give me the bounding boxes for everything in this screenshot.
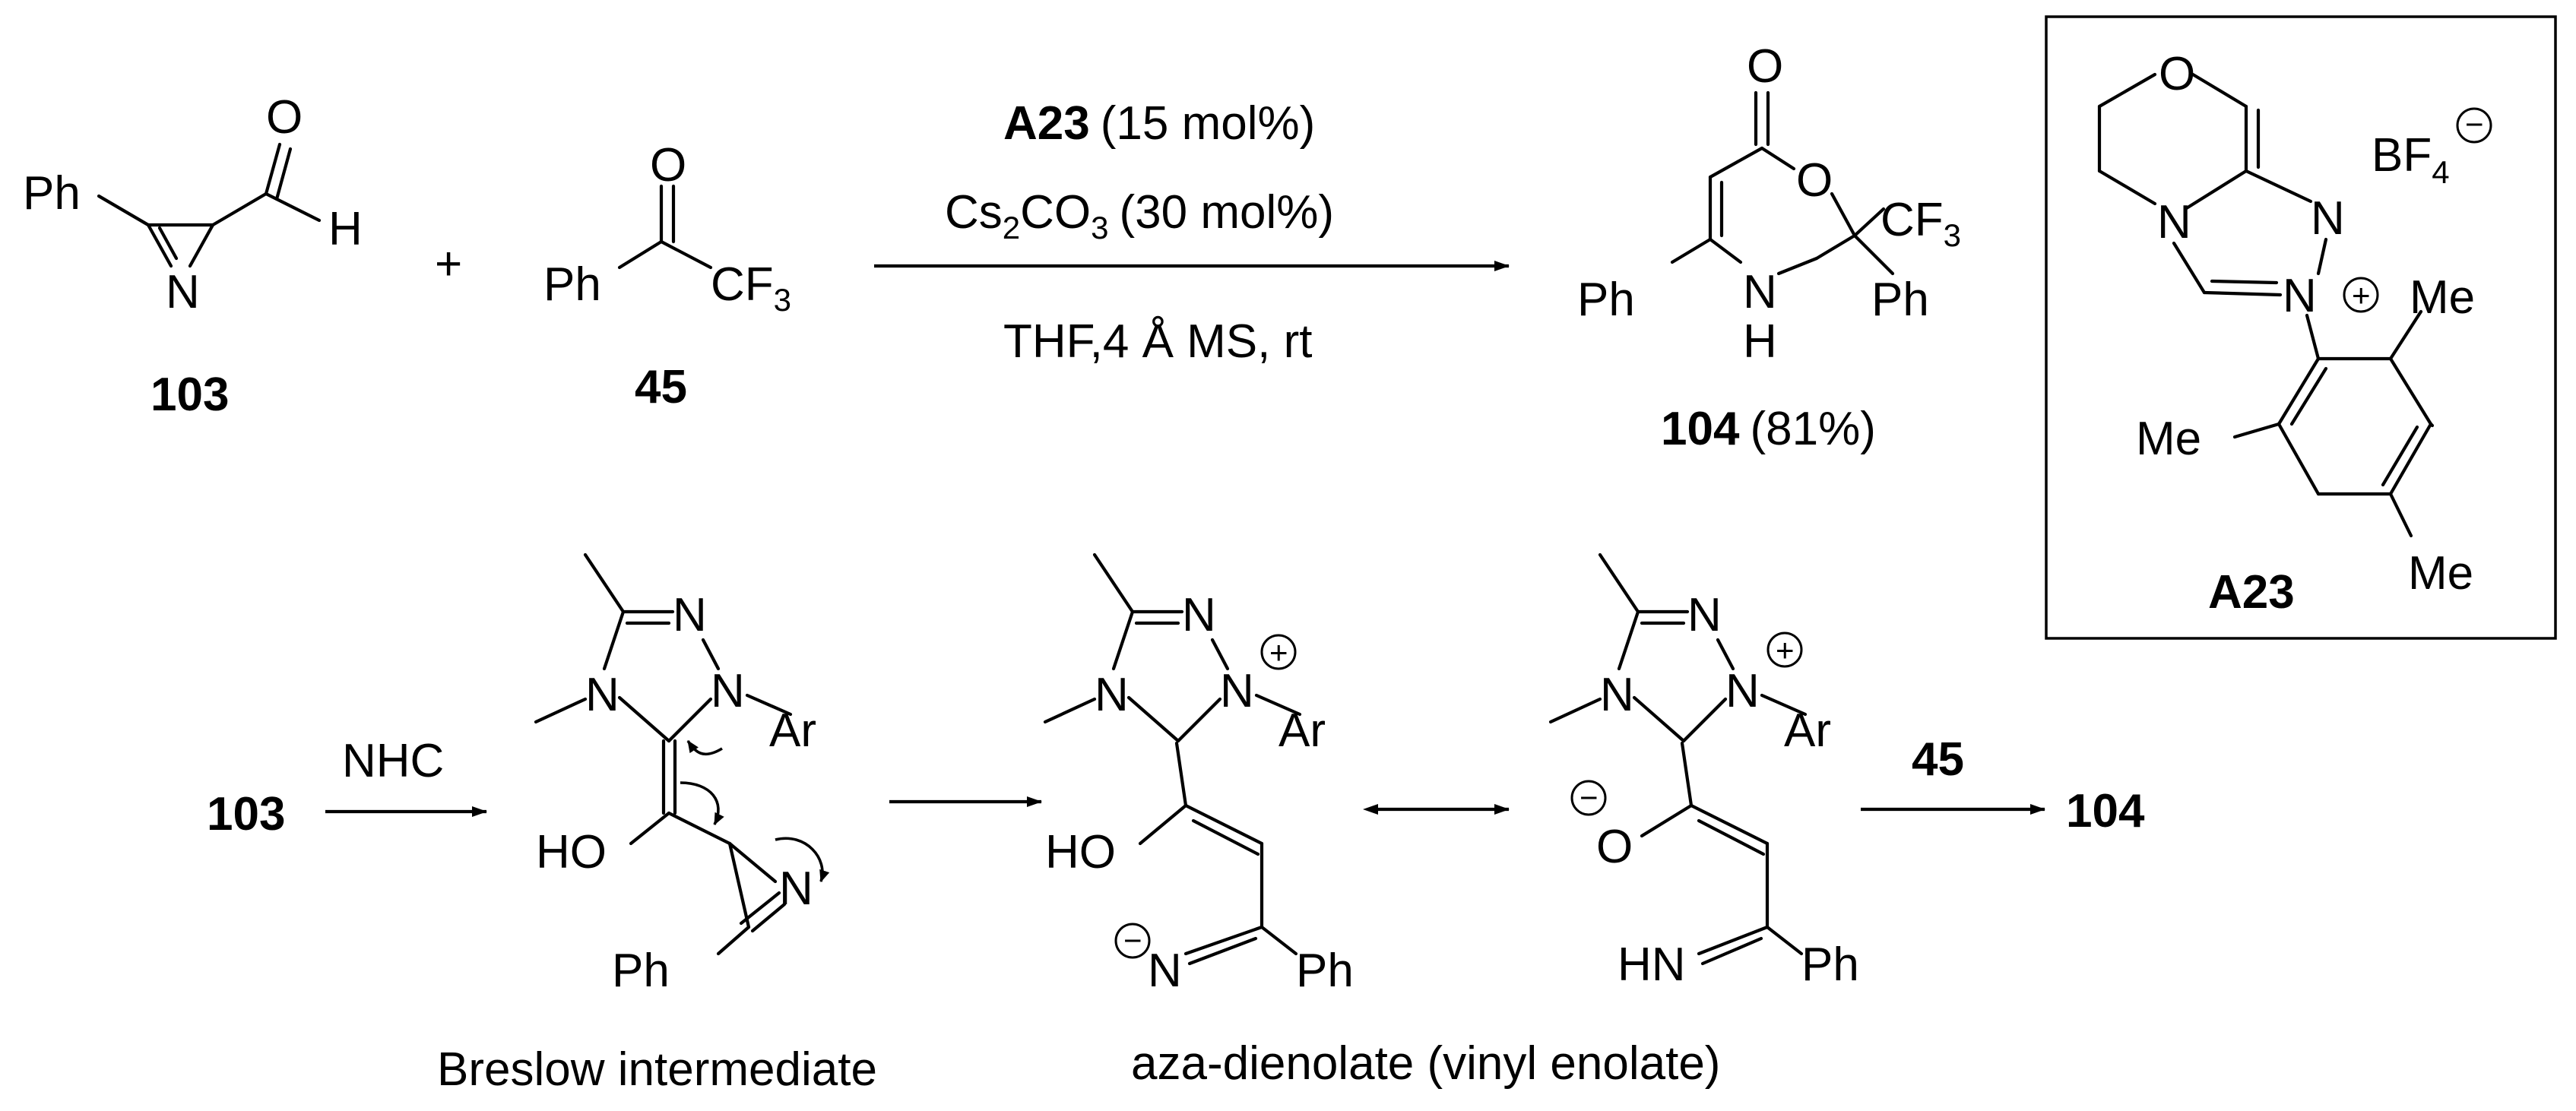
nitrogen-label: N bbox=[585, 669, 619, 721]
nitrogen-label: N bbox=[1725, 665, 1760, 717]
phenyl-label: Ph bbox=[1296, 945, 1354, 997]
base-condition: Cs2CO3(30 mol%) bbox=[945, 186, 1334, 245]
breslow-caption: Breslow intermediate bbox=[437, 1043, 877, 1096]
nh-hydrogen-label: H bbox=[1743, 315, 1777, 368]
aza-dienolate-caption: aza-dienolate (vinyl enolate) bbox=[1131, 1037, 1720, 1090]
nitrogen-label: N bbox=[1182, 589, 1216, 641]
compound-103: Ph N O H 103 bbox=[23, 91, 363, 421]
oxygen-label: O bbox=[650, 139, 686, 191]
svg-text:−: − bbox=[1123, 923, 1142, 958]
catalyst-frame bbox=[2045, 15, 2557, 640]
nitrogen-label: N bbox=[1220, 665, 1254, 717]
positive-charge-icon bbox=[1260, 634, 1297, 670]
solvent-condition: THF,4 Å MS, rt bbox=[1003, 315, 1312, 368]
ring-oxygen-label: O bbox=[1796, 154, 1833, 207]
phenyl-label: Ph bbox=[1801, 938, 1859, 991]
imine-nh-label: HN bbox=[1618, 938, 1686, 991]
catalyst-a23-box: O N N N + BF4 − Me Me Me bbox=[2045, 15, 2557, 640]
hydroxyl-label: HO bbox=[536, 826, 607, 878]
svg-text:+: + bbox=[2352, 277, 2371, 313]
final-reagent-45: 45 bbox=[1912, 733, 1964, 786]
positive-charge-icon bbox=[2343, 277, 2379, 313]
oxygen-label: O bbox=[266, 91, 303, 144]
nitrogen-label: N bbox=[711, 665, 745, 717]
methyl-3-label: Me bbox=[2408, 547, 2473, 600]
compound-number-45: 45 bbox=[635, 361, 687, 413]
phenyl-label: Ph bbox=[543, 258, 601, 311]
plus-sign: + bbox=[435, 238, 462, 290]
svg-text:+: + bbox=[1269, 635, 1288, 670]
compound-104: O O Ph N H CF3 Ph 104(81%) bbox=[1577, 40, 1961, 455]
compound-45: Ph O CF3 45 bbox=[543, 139, 791, 413]
svg-text:+: + bbox=[1776, 632, 1795, 668]
tetrafluoroborate-label: BF4 bbox=[2372, 129, 2450, 190]
negative-charge-icon bbox=[2456, 107, 2492, 144]
phenyl-label: Ph bbox=[23, 167, 81, 220]
aryl-label: Ar bbox=[1784, 704, 1831, 757]
carbonyl-oxygen-label: O bbox=[1747, 40, 1783, 93]
breslow-intermediate: N N Ar N HO N Ph Breslow intermediate bbox=[437, 552, 877, 1096]
svg-text:−: − bbox=[1580, 780, 1599, 815]
nitrogen-label: N bbox=[166, 266, 200, 318]
nitrogen-label: N bbox=[1095, 669, 1129, 721]
final-product-104: 104 bbox=[2066, 785, 2145, 837]
nhc-reagent: NHC bbox=[342, 735, 444, 787]
phenyl-right-label: Ph bbox=[1871, 274, 1929, 326]
nitrogen-3-label: N bbox=[2283, 270, 2317, 322]
cf3-group: CF3 bbox=[711, 258, 791, 318]
mechanism-start-103: 103 bbox=[207, 788, 285, 840]
aza-dienolate-enolate-form: N N + Ar N O − HN Ph bbox=[1548, 552, 1859, 991]
hydroxyl-label: HO bbox=[1045, 826, 1116, 878]
hydrogen-label: H bbox=[328, 203, 363, 255]
phenyl-left-label: Ph bbox=[1577, 274, 1635, 326]
catalyst-condition: A23(15 mol%) bbox=[1003, 97, 1315, 150]
compound-number-104: 104(81%) bbox=[1661, 403, 1876, 455]
methyl-2-label: Me bbox=[2136, 413, 2201, 465]
nitrogen-1-label: N bbox=[2157, 196, 2191, 248]
nitrogen-label: N bbox=[1687, 589, 1722, 641]
catalyst-label: A23 bbox=[2208, 566, 2295, 619]
aryl-label: Ar bbox=[1278, 704, 1326, 757]
nitrogen-label: N bbox=[779, 863, 813, 915]
nitrogen-2-label: N bbox=[2311, 192, 2345, 245]
oxygen-label: O bbox=[2159, 48, 2195, 100]
enolate-oxygen-label: O bbox=[1596, 821, 1633, 873]
svg-text:−: − bbox=[2465, 106, 2484, 142]
cf3-group: CF3 bbox=[1881, 194, 1961, 253]
methyl-1-label: Me bbox=[2410, 271, 2475, 324]
positive-charge-icon bbox=[1766, 631, 1803, 668]
compound-number-103: 103 bbox=[151, 369, 229, 421]
nitrogen-label: N bbox=[1600, 669, 1634, 721]
negative-charge-icon bbox=[1114, 923, 1151, 959]
nitrogen-label: N bbox=[1743, 266, 1777, 318]
imine-nitrogen-label: N bbox=[1148, 945, 1182, 997]
aza-dienolate-enol-form: N N + Ar N HO N − Ph bbox=[1043, 552, 1354, 997]
phenyl-label: Ph bbox=[612, 945, 670, 997]
negative-charge-icon bbox=[1570, 780, 1607, 816]
nitrogen-label: N bbox=[673, 589, 707, 641]
aryl-label: Ar bbox=[769, 704, 816, 757]
